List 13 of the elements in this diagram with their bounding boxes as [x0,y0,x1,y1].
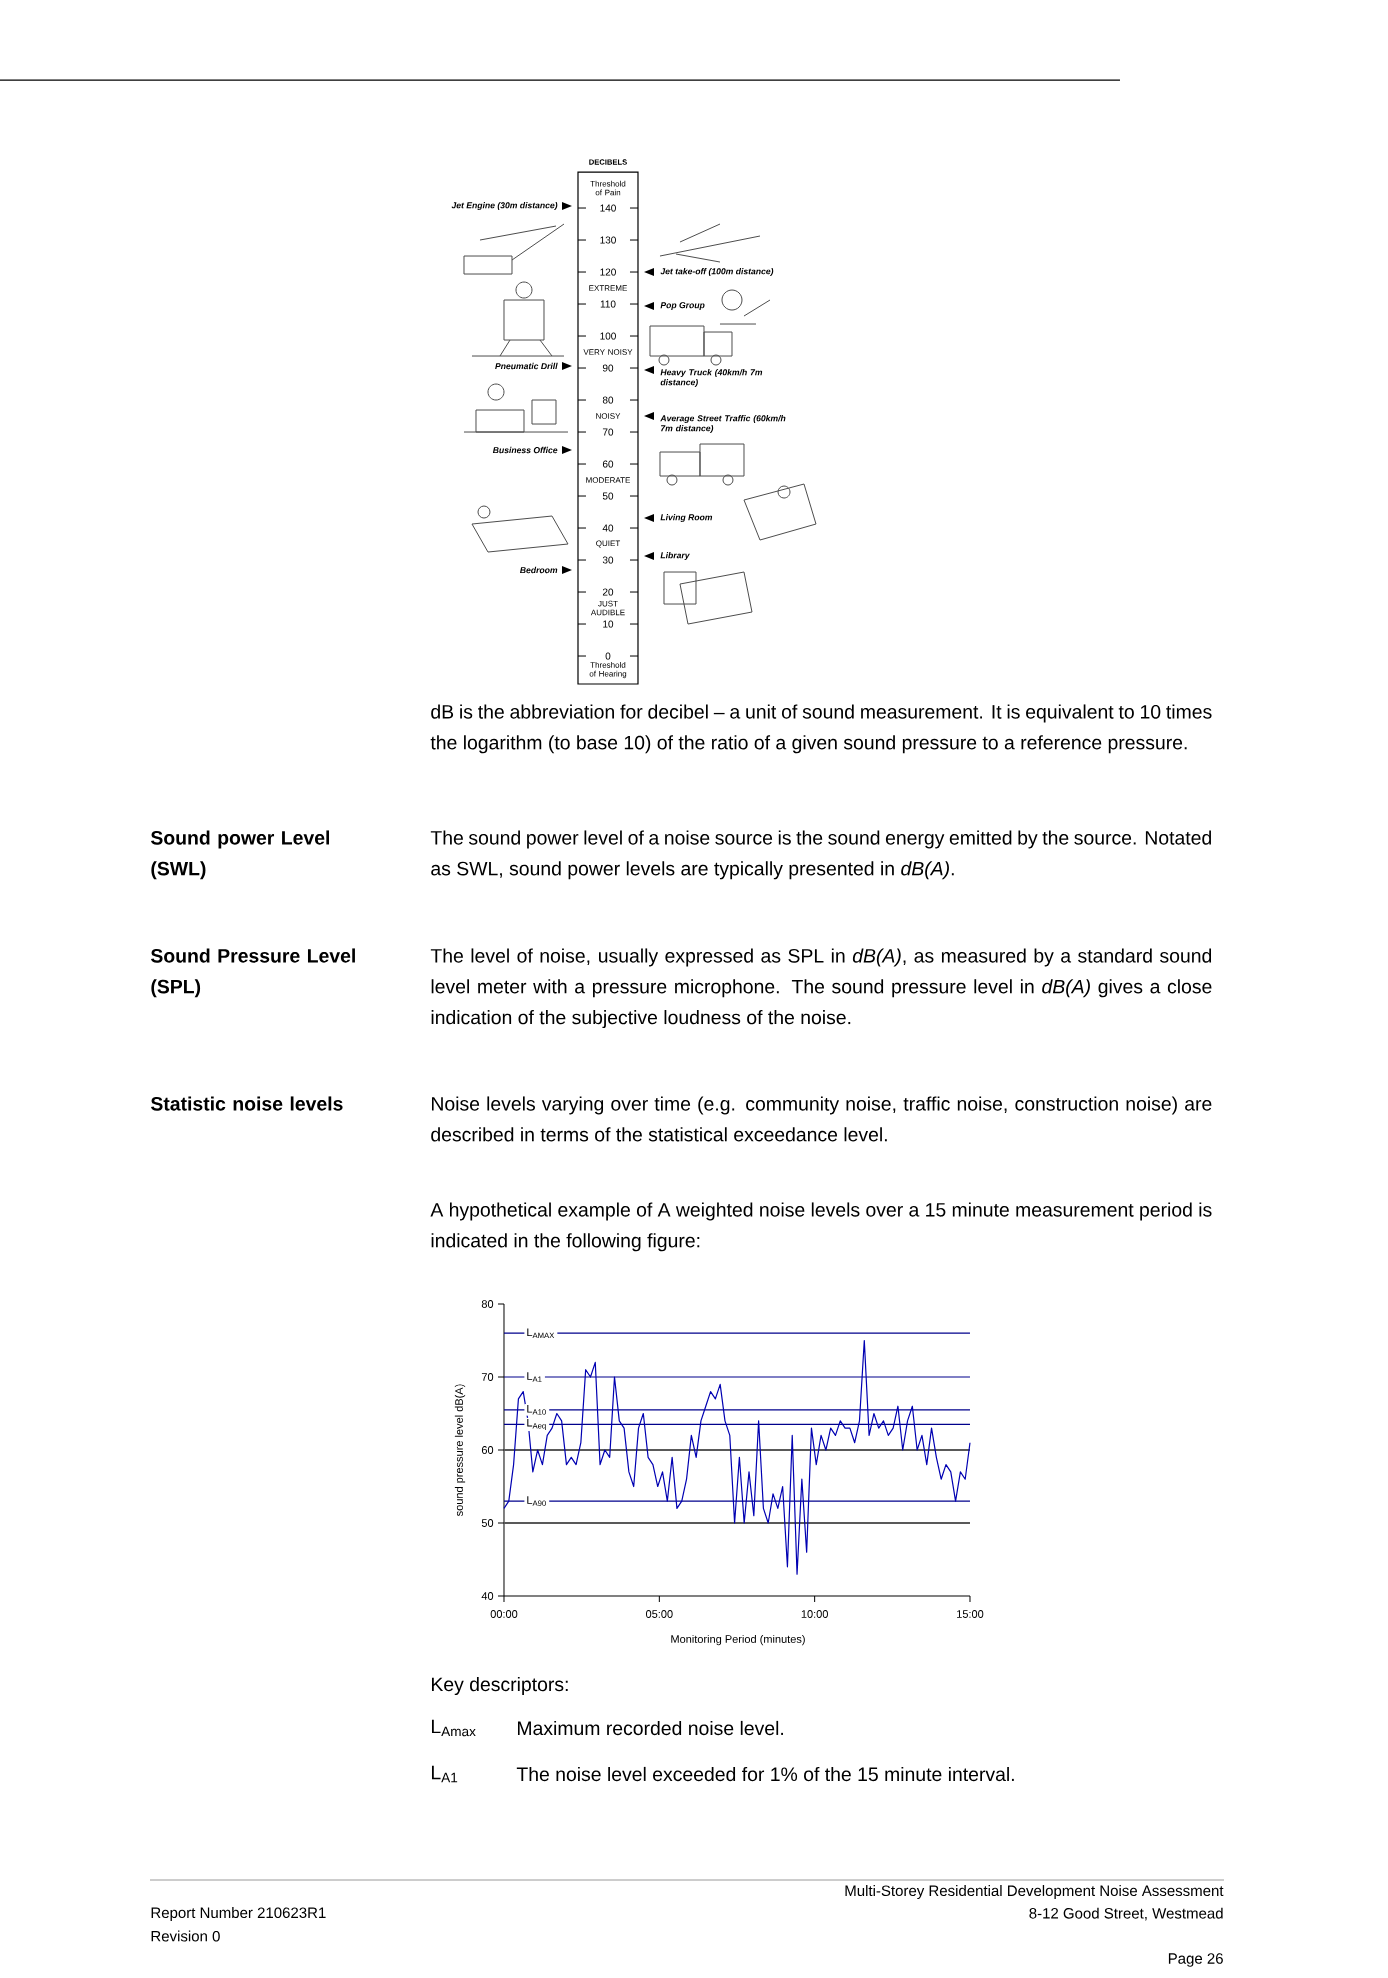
label: L$_{A1}$ [432,1765,458,1783]
label: The noise level exceeded for 1% of the 15 minute interval. [516,1766,1014,1782]
paragraph: Noise levels varying over time (e.g. community noise, traffic noise, construction noise) are described in terms of the statistical exceedance level. [431,1096,1212,1142]
paragraph: The level of noise, usually expressed as SPL in dB(A), as measured by a standard sound level meter with a pressure microphone. The sound pressure level in dB(A) gives a close indication of the subjective loudness of the noise. [430,948,1212,1029]
term-heading: Sound power Level (SWL) [150,830,330,880]
label: L$_{Amax}$ [432,1719,476,1737]
label: Key descriptors: [432,1676,568,1696]
term-heading: Sound Pressure Level (SPL) [150,948,355,998]
paragraph: The sound power level of a noise source is the sound energy emitted by the source. Notated as SWL, sound power levels are typically presented in dB(A). [430,830,1211,880]
paragraph: A hypothetical example of A weighted noise levels over a 15 minute measurement period is indicated in the following figure: [430,1202,1212,1252]
label: Maximum recorded noise level. [518,1720,783,1736]
paragraph: dB is the abbreviation for decibel – a unit of sound measurement. It is equivalent to 10 times the logarithm (to base 10) of the ratio of a given sound pressure to a reference pressure. [430,704,1212,754]
term-heading: Statistic noise levels [150,1096,343,1111]
